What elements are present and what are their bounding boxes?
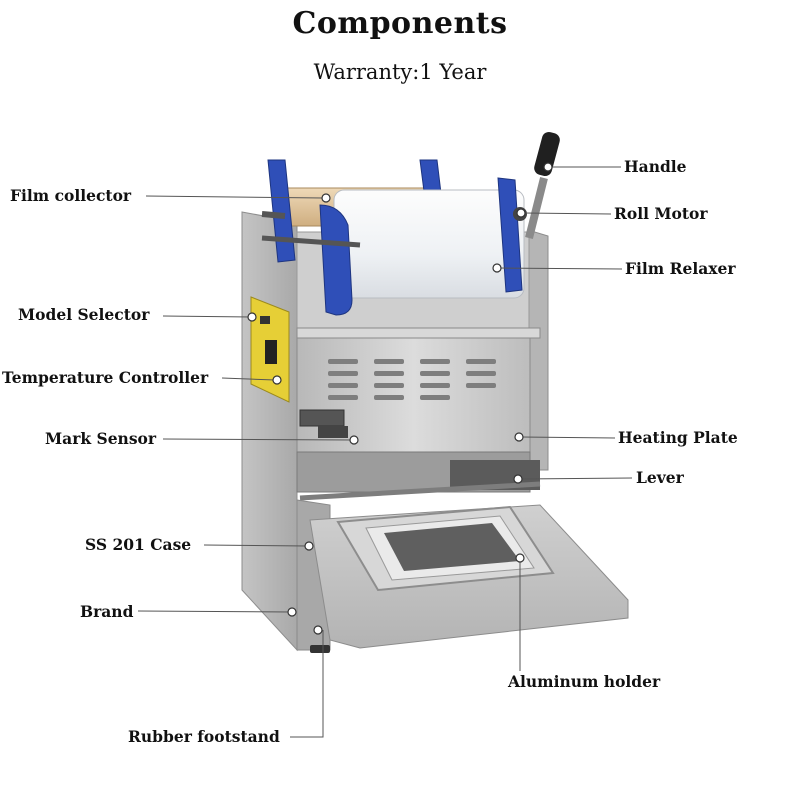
warranty-subtitle: Warranty:1 Year (313, 60, 487, 84)
bracket-back-left (267, 159, 296, 263)
handle-shaft (525, 177, 548, 239)
rubber-foot (310, 645, 330, 653)
page-title: Components (292, 6, 508, 41)
label-film-relaxer: Film Relaxer (625, 259, 736, 278)
film-relaxer-roll (333, 189, 525, 299)
label-brand: Brand (80, 602, 134, 621)
label-aluminum-holder: Aluminum holder (508, 672, 661, 691)
mark-sensor (299, 409, 345, 427)
label-model-selector: Model Selector (18, 305, 150, 324)
label-film-collector: Film collector (10, 186, 132, 205)
label-temperature-controller: Temperature Controller (2, 368, 209, 387)
label-lever: Lever (636, 468, 684, 487)
label-heating-plate: Heating Plate (618, 428, 738, 447)
label-rubber-footstand: Rubber footstand (128, 727, 280, 746)
bracket-front-left (319, 204, 353, 316)
label-ss201-case: SS 201 Case (85, 535, 192, 554)
right-side-panel (527, 229, 549, 471)
bracket-front-right (497, 177, 523, 293)
label-roll-motor: Roll Motor (614, 204, 708, 223)
left-side-panel (241, 211, 298, 652)
handle-grip (534, 131, 560, 177)
marker-dots (247, 162, 553, 635)
label-handle: Handle (624, 157, 687, 176)
vent-slots (328, 359, 496, 400)
leader-lines (137, 166, 633, 738)
lever-rod (299, 481, 541, 501)
label-mark-sensor: Mark Sensor (45, 429, 157, 448)
